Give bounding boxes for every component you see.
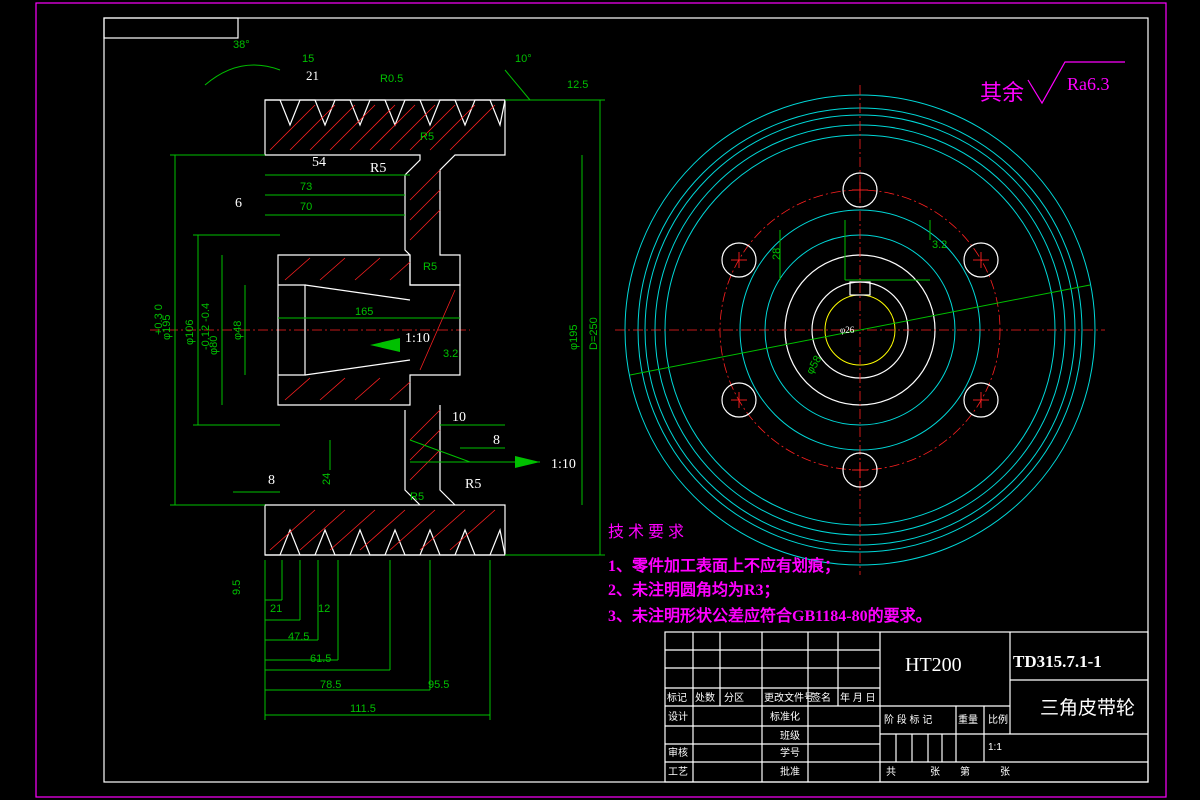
scale-value: 1:1 bbox=[988, 742, 1002, 753]
hdr-date: 年 月 日 bbox=[840, 691, 876, 704]
dim-70: 70 bbox=[300, 201, 312, 213]
dim-r05: R0.5 bbox=[380, 73, 403, 85]
finish-12-5: 12.5 bbox=[567, 79, 588, 91]
label-scale: 比例 bbox=[988, 713, 1008, 726]
label-sheets-2: 张 bbox=[1000, 766, 1010, 778]
dim-r5-e: R5 bbox=[465, 477, 481, 492]
dim-d250: D=250 bbox=[588, 317, 600, 350]
bottom-dim-2: 21 bbox=[270, 603, 282, 615]
dim-angle-10: 10° bbox=[515, 53, 532, 65]
section-hatching bbox=[269, 104, 496, 551]
finish-prefix: 其余 bbox=[980, 80, 1024, 105]
corner-label-box bbox=[103, 17, 239, 39]
title-block: HT200 TD315.7.1-1 三角皮带轮 标记 处数 分区 更改文件号 签… bbox=[664, 631, 1149, 783]
taper-arrow-2 bbox=[515, 456, 540, 468]
hdr-count: 处数 bbox=[695, 691, 715, 704]
taper-1-10-a: 1:10 bbox=[405, 331, 430, 346]
dim-width-21: 21 bbox=[306, 68, 319, 83]
dim-r5-d: R5 bbox=[410, 491, 424, 503]
dim-165: 165 bbox=[355, 306, 373, 318]
upper-grooves bbox=[265, 99, 506, 128]
dim-r5-b: R5 bbox=[370, 161, 386, 176]
hdr-mark: 标记 bbox=[667, 692, 687, 704]
tech-req-item-1: 1、零件加工表面上不应有划痕； bbox=[608, 556, 840, 575]
dim-28: 28 bbox=[771, 248, 783, 260]
label-process: 工艺 bbox=[668, 766, 688, 778]
bottom-dim-4: 47.5 bbox=[288, 631, 309, 643]
taper-arrow-1 bbox=[370, 338, 400, 352]
dim-phi26: φ26 bbox=[840, 325, 855, 335]
finish-3-2-b: 3.2 bbox=[932, 239, 947, 251]
label-standardize: 标准化 bbox=[770, 710, 800, 723]
technical-requirements: 技 术 要 求 1、零件加工表面上不应有划痕； 2、未注明圆角均为R3； 3、未… bbox=[608, 523, 932, 625]
sheet-outer-border bbox=[35, 2, 1167, 798]
sheet-inner-border bbox=[103, 17, 1149, 783]
material: HT200 bbox=[905, 654, 962, 676]
tech-req-title: 技 术 要 求 bbox=[608, 523, 684, 541]
hdr-change-doc: 更改文件号 bbox=[764, 691, 814, 704]
label-class: 班级 bbox=[780, 730, 800, 742]
dim-r5-c: R5 bbox=[423, 261, 437, 273]
dim-54: 54 bbox=[312, 155, 326, 170]
lower-rim-outline bbox=[264, 504, 506, 556]
dim-phi195: φ195 bbox=[161, 315, 173, 341]
label-design: 设计 bbox=[668, 710, 688, 723]
dimension-lines bbox=[170, 99, 605, 720]
surface-finish-note: 其余 Ra6.3 bbox=[980, 61, 1125, 105]
dim-pitch-15: 15 bbox=[302, 53, 314, 65]
dim-phi106: φ106 bbox=[184, 320, 196, 346]
label-weight: 重量 bbox=[958, 713, 978, 726]
dim-6: 6 bbox=[235, 196, 242, 211]
dim-8-right: 8 bbox=[493, 433, 500, 448]
dim-phi195-right: φ195 bbox=[568, 325, 580, 351]
bottom-dim-1: 9.5 bbox=[231, 580, 243, 595]
label-sheets: 张 bbox=[930, 766, 940, 778]
dim-phi80-tol: -0.12 -0.4 bbox=[200, 303, 212, 350]
hdr-sign: 签名 bbox=[811, 691, 831, 704]
diameter-leader bbox=[629, 284, 1091, 376]
label-total: 共 bbox=[886, 766, 896, 778]
bore-outline bbox=[278, 284, 306, 376]
dim-8-left: 8 bbox=[268, 473, 275, 488]
bottom-dim-3: 12 bbox=[318, 603, 330, 615]
label-student-no: 学号 bbox=[780, 746, 800, 759]
tech-req-item-2: 2、未注明圆角均为R3； bbox=[608, 580, 780, 599]
hub-outline bbox=[277, 254, 461, 406]
label-approve: 批准 bbox=[780, 765, 800, 778]
drawing-number: TD315.7.1-1 bbox=[1013, 652, 1102, 671]
bottom-dim-5: 61.5 bbox=[310, 653, 331, 665]
dim-r5-a: R5 bbox=[420, 131, 434, 143]
front-view: 28 φ26 φ58 3.2 bbox=[615, 85, 1105, 575]
label-page: 第 bbox=[960, 765, 970, 778]
dim-phi80: φ80 bbox=[208, 336, 220, 355]
hdr-zone: 分区 bbox=[724, 692, 744, 704]
dim-angle-38: 38° bbox=[233, 39, 250, 51]
finish-value: Ra6.3 bbox=[1067, 74, 1110, 94]
finish-symbol-icon bbox=[1027, 61, 1125, 105]
groove-angle-arc bbox=[204, 64, 281, 86]
keyway bbox=[849, 281, 871, 296]
label-stage-mark: 阶 段 标 记 bbox=[884, 713, 932, 726]
section-view: 38° 15 21 R0.5 R5 R5 R5 R5 R5 10° 12.5 5… bbox=[150, 39, 605, 720]
bottom-dim-6: 78.5 bbox=[320, 679, 341, 691]
bolt-holes bbox=[721, 172, 999, 488]
dim-73: 73 bbox=[300, 181, 312, 193]
dim-phi195-tol: +0.3 0 bbox=[153, 304, 165, 335]
dim-phi48: φ48 bbox=[232, 321, 244, 340]
part-name: 三角皮带轮 bbox=[1040, 697, 1135, 719]
finish-3-2-a: 3.2 bbox=[443, 348, 458, 360]
taper-1-10-b: 1:10 bbox=[551, 457, 576, 472]
tech-req-item-3: 3、未注明形状公差应符合GB1184-80的要求。 bbox=[608, 606, 932, 625]
label-review: 审核 bbox=[668, 746, 688, 759]
lower-grooves bbox=[265, 527, 506, 556]
dim-24: 24 bbox=[321, 473, 333, 485]
bottom-dim-8: 111.5 bbox=[350, 703, 376, 715]
dim-phi58: φ58 bbox=[804, 354, 824, 377]
bottom-dim-7: 95.5 bbox=[428, 679, 449, 691]
dim-10: 10 bbox=[452, 410, 466, 425]
